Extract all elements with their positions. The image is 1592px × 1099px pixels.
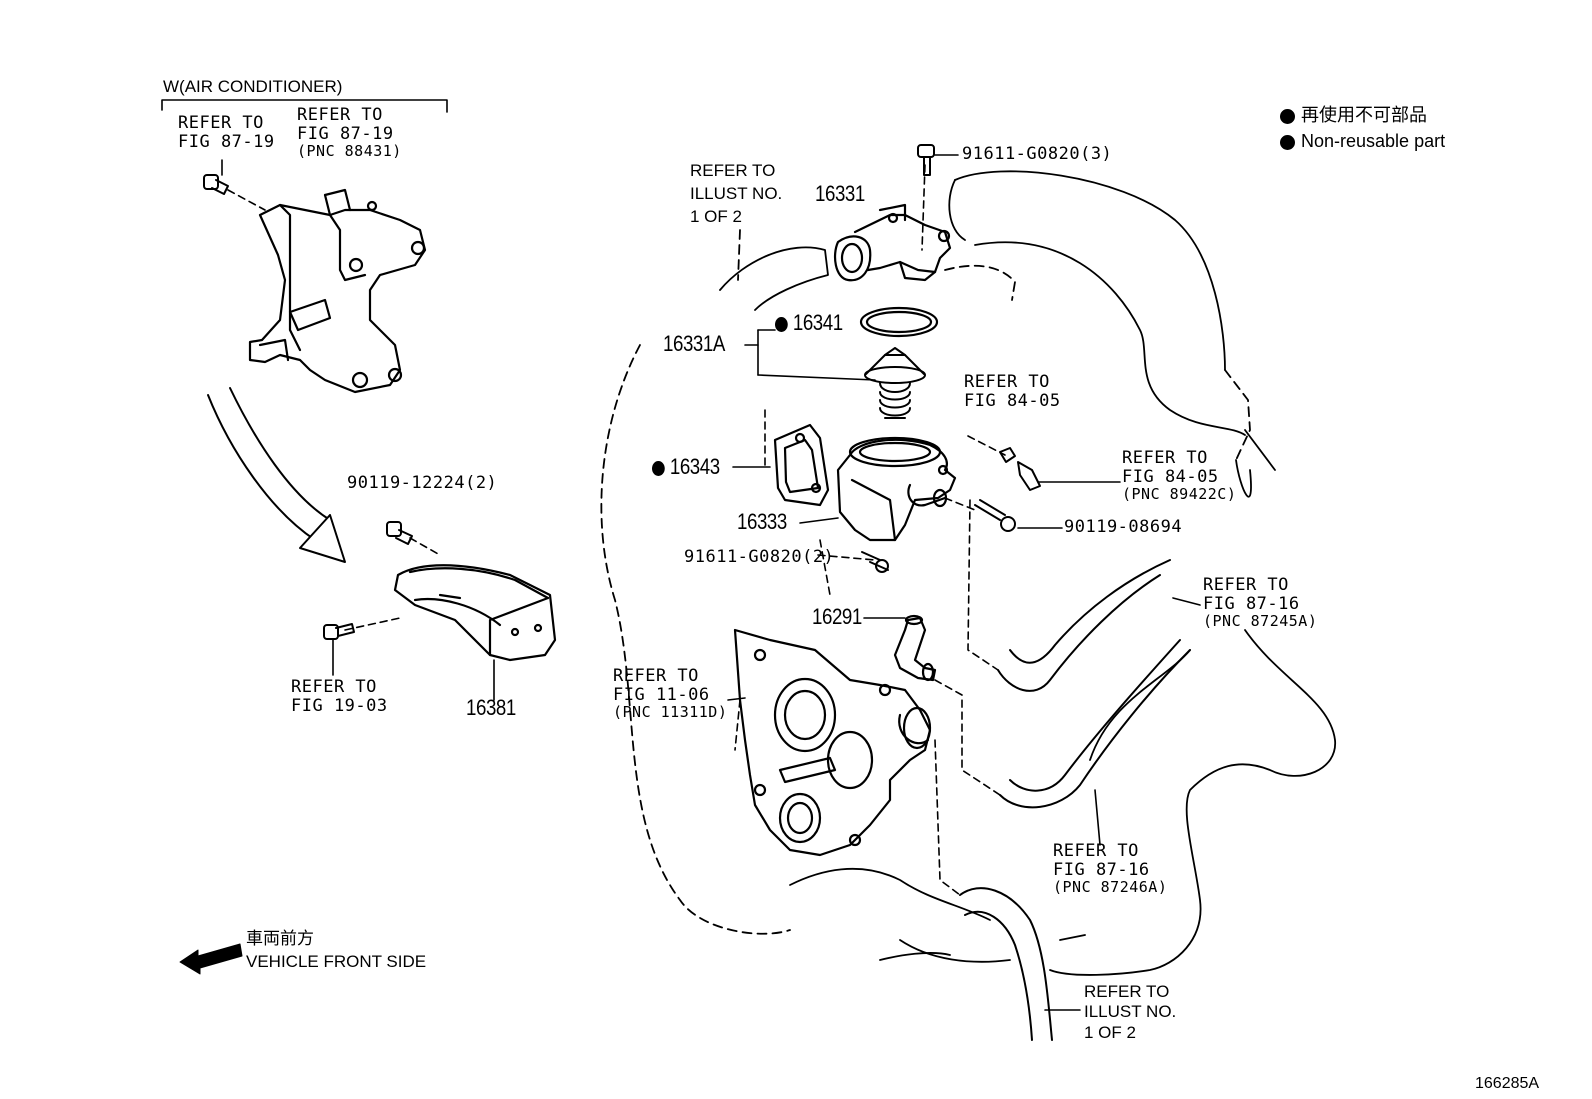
- part-90119-12224[interactable]: 90119-12224(2): [347, 473, 498, 493]
- bolt-91611-3: [917, 144, 935, 176]
- ref-illust-top[interactable]: REFER TO ILLUST NO. 1 OF 2: [690, 160, 782, 229]
- water-outlet-16331: [833, 203, 952, 282]
- bolt-90119-12224: [386, 521, 413, 545]
- ref-line: ILLUST NO.: [1084, 1002, 1177, 1022]
- diagram-id: 166285A: [1475, 1075, 1540, 1092]
- ref-line: REFER TO: [291, 677, 377, 697]
- part-16343[interactable]: 16343: [652, 454, 720, 479]
- part-90119-08694[interactable]: 90119-08694: [1064, 517, 1183, 537]
- ac-header-bracket: [161, 99, 448, 113]
- front-jp: 車両前方: [246, 929, 314, 948]
- ref-fig1903[interactable]: REFER TO FIG 19-03: [291, 678, 388, 715]
- gasket-16341: [859, 306, 939, 338]
- ref-line: REFER TO: [178, 113, 264, 133]
- ac-header: W(AIR CONDITIONER): [163, 77, 343, 96]
- ref-line: FIG 87-16: [1053, 859, 1150, 880]
- part-16331A[interactable]: 16331A: [663, 331, 725, 356]
- ref-line: FIG 87-16: [1203, 593, 1300, 614]
- ref-line: ILLUST NO.: [690, 183, 783, 203]
- ref-line: REFER TO: [1084, 982, 1170, 1001]
- legend-jp: 再使用不可部品: [1280, 105, 1427, 126]
- ref-line: REFER TO: [613, 666, 699, 686]
- part-91611-3[interactable]: 91611-G0820(3): [962, 144, 1113, 164]
- ref-illust-bottom[interactable]: REFER TO ILLUST NO. 1 OF 2: [1084, 982, 1176, 1043]
- leader-lines: [727, 154, 1201, 1011]
- ref-fig8719-a[interactable]: REFER TO FIG 87-19: [178, 114, 275, 151]
- legend-en: Non-reusable part: [1280, 131, 1446, 152]
- ref-fig1106[interactable]: REFER TO FIG 11-06 (PNC 11311D): [613, 667, 727, 721]
- part-16341[interactable]: 16341: [775, 310, 843, 335]
- ref-fig8716-b[interactable]: REFER TO FIG 87-16 (PNC 87246A): [1053, 842, 1167, 896]
- ref-line: REFER TO: [964, 372, 1050, 392]
- legend-dot: [1280, 134, 1295, 150]
- ref-line: FIG 11-06: [613, 684, 710, 705]
- part-16291[interactable]: 16291: [812, 604, 862, 629]
- ref-fig8716-a[interactable]: REFER TO FIG 87-16 (PNC 87245A): [1203, 576, 1317, 630]
- ref-line: FIG 87-19: [297, 123, 394, 144]
- front-en: VEHICLE FRONT SIDE: [246, 952, 427, 971]
- ref-pnc: (PNC 87246A): [1053, 878, 1168, 897]
- bolt-91611-2: [861, 551, 889, 573]
- ref-line: REFER TO: [297, 105, 383, 125]
- ref-fig8405-top[interactable]: REFER TO FIG 84-05: [964, 373, 1061, 410]
- part-16333[interactable]: 16333: [737, 509, 787, 534]
- ref-line: REFER TO: [690, 161, 776, 180]
- dashed-leaders: [227, 164, 1006, 896]
- bracket-assembly: [248, 188, 427, 394]
- ref-pnc: (PNC 89422C): [1122, 485, 1237, 504]
- bolt-bracket: [203, 174, 229, 195]
- legend-dot: [1280, 108, 1295, 124]
- gasket-16343: [773, 423, 830, 507]
- ref-fig8405-side[interactable]: REFER TO FIG 84-05 (PNC 89422C): [1122, 449, 1236, 503]
- bracket-16381: [393, 564, 557, 662]
- leader-16381: [221, 159, 495, 701]
- ref-line: FIG 87-19: [178, 131, 275, 152]
- water-pump-housing: [733, 628, 932, 857]
- ref-pnc: (PNC 11311D): [613, 703, 728, 722]
- transition-arrow: [207, 387, 346, 563]
- ref-line: 1 OF 2: [690, 206, 742, 226]
- part-number: 16343: [669, 454, 720, 479]
- inlet-housing-16333: [836, 436, 957, 542]
- ref-line: 1 OF 2: [1084, 1022, 1136, 1042]
- ref-fig8719-b[interactable]: REFER TO FIG 87-19 (PNC 88431): [297, 106, 402, 160]
- non-reusable-dot: [775, 316, 788, 332]
- ref-line: REFER TO: [1053, 841, 1139, 861]
- bolt-19-03: [323, 623, 355, 640]
- ref-line: FIG 84-05: [1122, 466, 1219, 487]
- hoses: [959, 559, 1191, 1041]
- part-16331[interactable]: 16331: [815, 181, 865, 206]
- legend-text: Non-reusable part: [1301, 131, 1446, 151]
- legend-text: 再使用不可部品: [1301, 105, 1427, 125]
- ref-line: REFER TO: [1122, 448, 1208, 468]
- vehicle-front-arrow: [179, 943, 243, 975]
- part-number: 16341: [792, 310, 843, 335]
- non-reusable-dot: [652, 460, 665, 476]
- thermostat: [864, 347, 926, 419]
- part-16381[interactable]: 16381: [466, 695, 516, 720]
- ref-pnc: (PNC 87245A): [1203, 612, 1318, 631]
- part-91611-2[interactable]: 91611-G0820(2): [684, 547, 835, 567]
- ref-line: FIG 19-03: [291, 695, 388, 716]
- engine-outline: [600, 170, 1336, 976]
- pipe-16291: [893, 614, 937, 682]
- ref-line: REFER TO: [1203, 575, 1289, 595]
- ref-line: FIG 84-05: [964, 390, 1061, 411]
- bolt-90119-08694: [974, 499, 1016, 532]
- ref-pnc: (PNC 88431): [297, 142, 402, 161]
- water-temp-sensor: [999, 447, 1041, 491]
